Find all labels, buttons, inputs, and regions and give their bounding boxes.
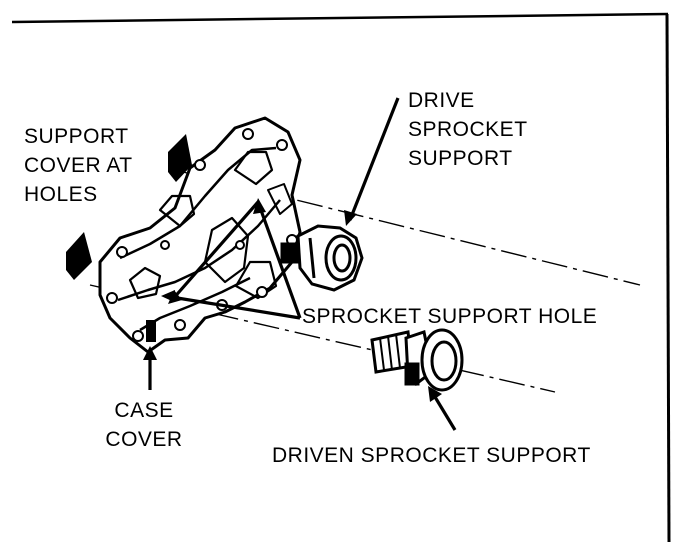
label-line: SPROCKET — [408, 118, 528, 141]
label-line: DRIVE — [408, 89, 475, 112]
label-sprocket-support-hole: SPROCKET SUPPORT HOLE — [302, 302, 597, 331]
label-support-cover-at-holes: SUPPORT COVER AT HOLES — [24, 122, 133, 209]
label-drive-sprocket-support: DRIVE SPROCKET SUPPORT — [408, 86, 528, 173]
label-line: SPROCKET SUPPORT HOLE — [302, 305, 598, 328]
label-driven-sprocket-support: DRIVEN SPROCKET SUPPORT — [272, 441, 591, 470]
label-line: COVER — [105, 428, 183, 451]
label-line: SUPPORT — [408, 147, 513, 170]
centerlines — [89, 169, 641, 393]
arrow-heads — [143, 198, 442, 402]
driven-sprocket-support-part — [370, 328, 464, 392]
top-border — [11, 12, 669, 24]
label-line: HOLES — [24, 183, 98, 206]
label-case-cover: CASE COVER — [94, 396, 194, 454]
right-border — [665, 13, 671, 542]
housing-tab — [146, 320, 156, 342]
label-line: DRIVEN SPROCKET SUPPORT — [272, 444, 591, 467]
label-line: COVER AT — [24, 154, 133, 177]
drive-sprocket-support-part — [280, 224, 364, 292]
label-line: SUPPORT — [24, 125, 129, 148]
label-line: CASE — [114, 399, 174, 422]
locating-pins — [66, 134, 192, 280]
